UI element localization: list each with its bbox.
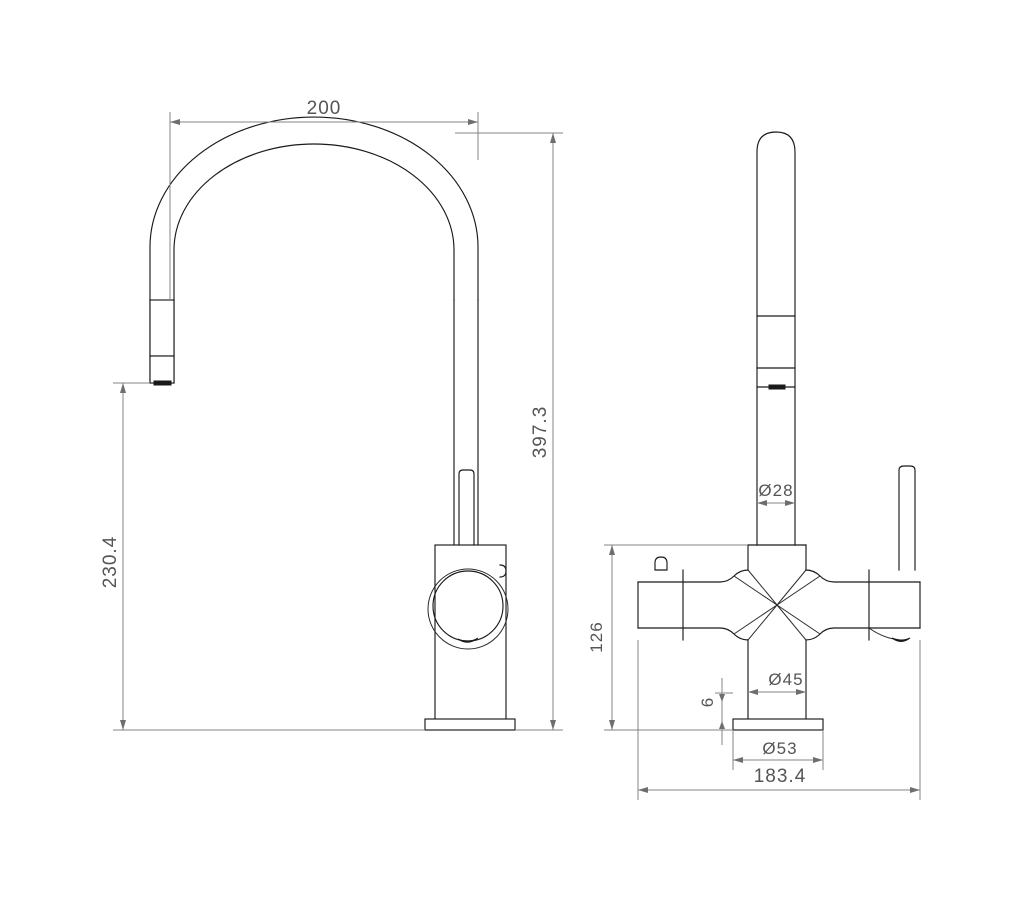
dimension-base-thickness-6: 6 [698,678,733,745]
gooseneck-spout-outline [149,116,479,546]
dimension-label-base-diameter: Ø53 [762,739,797,758]
dimension-label-handle-span: 183.4 [754,766,807,787]
dimension-label-handle-height: 126 [587,621,606,652]
spout-tube-right-view [756,131,796,546]
dimension-label-overall-height: 397.3 [530,406,551,459]
dimension-spout-diameter-28: Ø28 [757,481,795,506]
dimension-label-body-diameter: Ø45 [768,670,803,689]
dimension-overall-height-397: 397.3 [455,132,563,731]
dimension-label-spout-reach: 200 [307,98,342,119]
dimension-base-diameter-53: Ø53 [732,730,824,770]
valve-body-column [427,544,509,723]
dimension-body-diameter-45: Ø45 [748,670,806,695]
dimension-label-spout-diameter: Ø28 [758,481,793,500]
cross-handle-body [637,544,921,720]
cross-handle-facet-lines [733,569,821,641]
lever-handle-right-view [898,465,916,571]
dimension-handle-height-126: 126 [587,544,748,731]
right-view-front-elevation [637,131,921,731]
base-plate-left-view [424,718,516,731]
dimension-handle-span-183: 183.4 [637,640,921,800]
dimension-label-spout-height: 230.4 [100,536,121,589]
dimension-spout-reach-200: 200 [169,98,479,300]
dimension-label-base-thickness: 6 [698,697,717,707]
left-view-side-elevation [149,116,516,731]
base-plate-right-view [732,718,824,731]
spout-tip-aerator [149,299,175,386]
dimension-spout-height-230: 230.4 [100,382,425,731]
lever-handle-left-view [458,469,475,546]
